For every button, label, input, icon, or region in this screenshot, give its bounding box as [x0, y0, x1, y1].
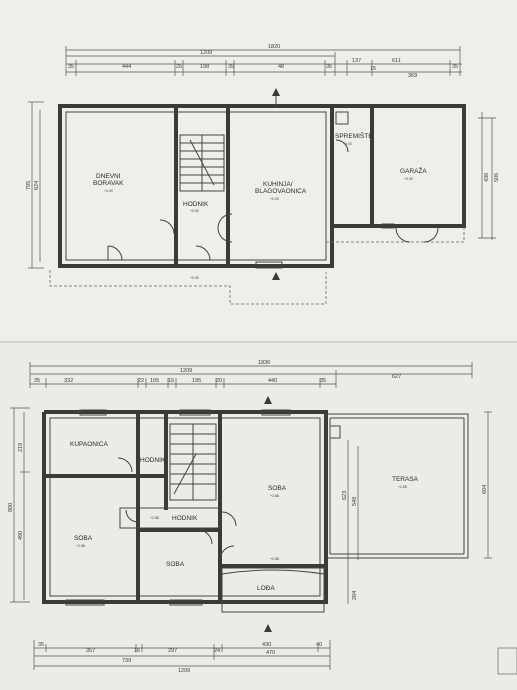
upper-floor-plan: 1836 1209 627 35 332 22 105 16 195 20 44… [8, 360, 492, 674]
dim-seg: 444 [122, 64, 131, 70]
ground-walls [49, 88, 466, 305]
dim-left: 219 [18, 443, 24, 452]
level-mark: +0.00 [404, 177, 413, 181]
dim-seg: 35 [326, 64, 332, 70]
corner-stamp [497, 647, 517, 675]
dim-seg: 440 [268, 378, 277, 384]
level-mark: +0.00 [343, 142, 352, 146]
dim-total-ground: 1820 [268, 44, 280, 50]
dim-total-bottom: 1209 [178, 668, 190, 674]
room-blagovaonica: BLAGOVAONICA [255, 188, 307, 195]
level-mark: +2.88 [150, 516, 159, 520]
upper-right-dimensions: 604 [482, 411, 492, 559]
dim-seg: 430 [262, 642, 271, 648]
room-soba-left: SOBA [74, 535, 93, 542]
level-mark: +0.00 [190, 276, 199, 280]
room-kupaonica: KUPAONICA [70, 441, 108, 448]
dim-seg: 22 [138, 378, 144, 384]
dim-seg: 15 [370, 66, 376, 72]
level-mark: +2.88 [398, 485, 407, 489]
upper-mid-dimensions: 623 548 204 [342, 440, 359, 604]
ground-right-dimensions: 436 506 [478, 112, 500, 240]
room-terasa: TERASA [392, 476, 419, 483]
dim-total-upper: 1836 [258, 360, 270, 366]
dim-sub: 739 [122, 658, 131, 664]
dim-seg: 24 [214, 648, 220, 654]
upper-top-dimensions: 1836 1209 627 35 332 22 105 16 195 20 44… [29, 360, 473, 388]
upper-left-dimensions: 800 219 490 [8, 407, 30, 603]
room-hodnik-small: HODNIK [140, 457, 166, 464]
room-garaza: GARAŽA [400, 166, 427, 175]
level-mark: +0.00 [190, 209, 199, 213]
room-hodnik: HODNIK [172, 515, 198, 522]
dim-seg: 35 [452, 64, 458, 70]
dim-seg: 16 [134, 648, 140, 654]
ground-top-dimensions: 1820 1209 35 444 25 198 35 48 35 137 15 … [65, 44, 462, 79]
level-mark: +2.88 [270, 494, 279, 498]
room-loda: LOĐA [257, 585, 275, 592]
dim-mid: 623 [342, 491, 348, 500]
paper-top-sheet [0, 0, 517, 340]
room-dnevni-boravak-2: BORAVAK [93, 180, 124, 187]
level-mark: +2.88 [76, 544, 85, 548]
dim-right: 604 [482, 485, 488, 494]
level-mark: +0.00 [104, 189, 113, 193]
dim-seg: 137 [352, 58, 361, 64]
dim-main-ground: 1209 [200, 50, 212, 56]
upper-room-labels: KUPAONICA HODNIK HODNIK +2.88 SOBA +2.88… [70, 441, 419, 592]
dim-left: 800 [8, 503, 14, 512]
dim-seg: 357 [86, 648, 95, 654]
dim-seg: 35 [228, 64, 234, 70]
room-soba-mid: SOBA [166, 561, 185, 568]
room-kuhinja: KUHINJA/ [263, 181, 293, 188]
dim-seg: 297 [168, 648, 177, 654]
dim-seg: 20 [216, 378, 222, 384]
ground-floor-plan: 1820 1209 35 444 25 198 35 48 35 137 15 … [26, 44, 500, 305]
dim-left: 624 [34, 181, 40, 190]
upper-bottom-dimensions: 35 357 16 297 24 430 40 739 470 1209 [33, 640, 331, 674]
dim-seg: 48 [278, 64, 284, 70]
dim-seg: 35 [38, 642, 44, 648]
dim-terrace-upper: 627 [392, 374, 401, 380]
ground-left-dimensions: 795 624 [26, 101, 44, 269]
room-soba-right: SOBA [268, 485, 287, 492]
dim-right: 436 [484, 173, 490, 182]
dim-seg: 35 [34, 378, 40, 384]
dim-seg: 611 [392, 58, 401, 64]
dim-mid: 548 [352, 497, 358, 506]
dim-left: 795 [26, 181, 32, 190]
dim-sub: 470 [266, 650, 275, 656]
dim-seg: 35 [68, 64, 74, 70]
dim-seg: 16 [168, 378, 174, 384]
dim-right: 506 [494, 173, 500, 182]
dim-seg: 105 [150, 378, 159, 384]
dim-mid: 204 [352, 591, 358, 600]
dim-left: 490 [18, 531, 24, 540]
room-dnevni-boravak: DNEVNI [96, 173, 121, 180]
ground-room-labels: DNEVNI BORAVAK +0.00 HODNIK +0.00 KUHINJ… [93, 131, 427, 280]
room-spremiste: SPREMIŠTE [335, 131, 373, 140]
dim-seg: 25 [176, 64, 182, 70]
level-mark: +0.00 [270, 197, 279, 201]
dim-main-upper: 1209 [180, 368, 192, 374]
dim-seg: 35 [320, 378, 326, 384]
upper-walls [42, 396, 469, 632]
dim-seg: 332 [64, 378, 73, 384]
dim-seg: 40 [316, 642, 322, 648]
dim-seg: 369 [408, 73, 417, 79]
level-mark: +2.88 [270, 557, 279, 561]
dim-seg: 198 [200, 64, 209, 70]
dim-seg: 195 [192, 378, 201, 384]
room-hodnik: HODNIK [183, 201, 209, 208]
